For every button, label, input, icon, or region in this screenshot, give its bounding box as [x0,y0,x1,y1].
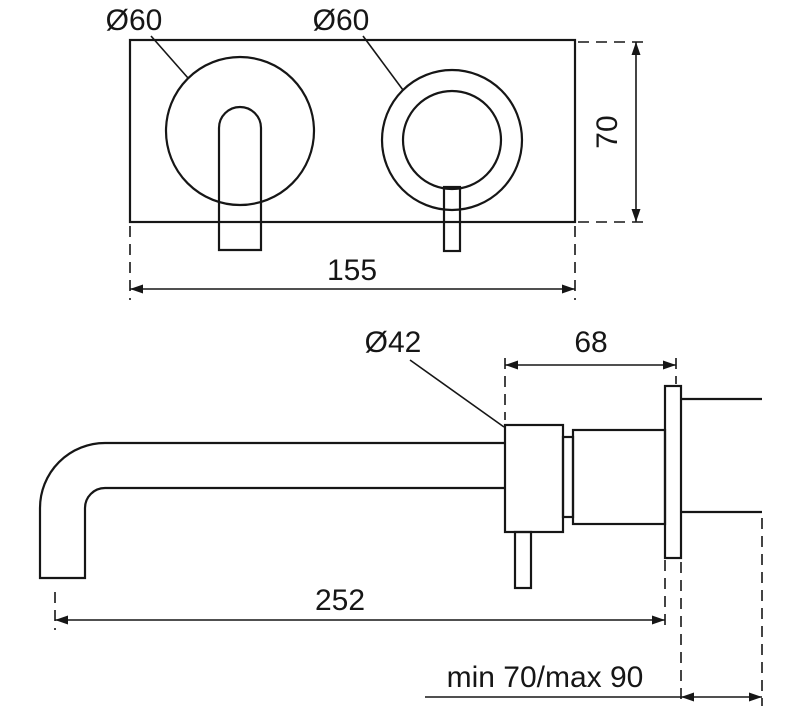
valve-body-ring [561,435,575,519]
valve-handle-stem [513,530,533,590]
wall-flange [663,384,683,560]
leader-line-body-diameter [409,359,505,428]
top-view: Ø60 Ø60 70 155 [106,4,650,300]
lever-handle-outline [217,105,263,252]
arrowhead [631,209,641,222]
leader-line-left-diameter [150,35,189,79]
side-view: Ø42 68 252 min 70/max 90 [38,326,763,706]
label-spout-reach: 252 [315,584,365,617]
label-body-diameter: Ø42 [365,326,422,359]
arrowhead [55,615,68,625]
arrowhead [631,42,641,55]
valve-body-front-cylinder [503,423,565,534]
arrowhead [652,615,665,625]
label-left-handle-diameter: Ø60 [106,4,163,37]
right-handle-outer-circle [380,68,524,212]
valve-body-rear-cylinder [571,428,667,526]
arrowhead [663,360,676,370]
mounting-plate-outline [128,38,577,224]
arrowhead [562,284,575,294]
label-body-depth: 68 [574,326,607,359]
left-handle-circle [164,55,316,207]
label-plate-width: 155 [327,254,377,287]
right-handle-stem [442,185,462,253]
arrowhead [749,692,762,702]
arrowhead [681,692,694,702]
spout-outline [38,441,505,580]
arrowhead [505,360,518,370]
leader-line-right-diameter [362,35,404,91]
label-right-handle-diameter: Ø60 [313,4,370,37]
label-plate-height: 70 [591,115,624,148]
label-wall-depth-range: min 70/max 90 [447,661,644,694]
right-handle-inner-circle [401,89,503,191]
arrowhead [130,284,143,294]
